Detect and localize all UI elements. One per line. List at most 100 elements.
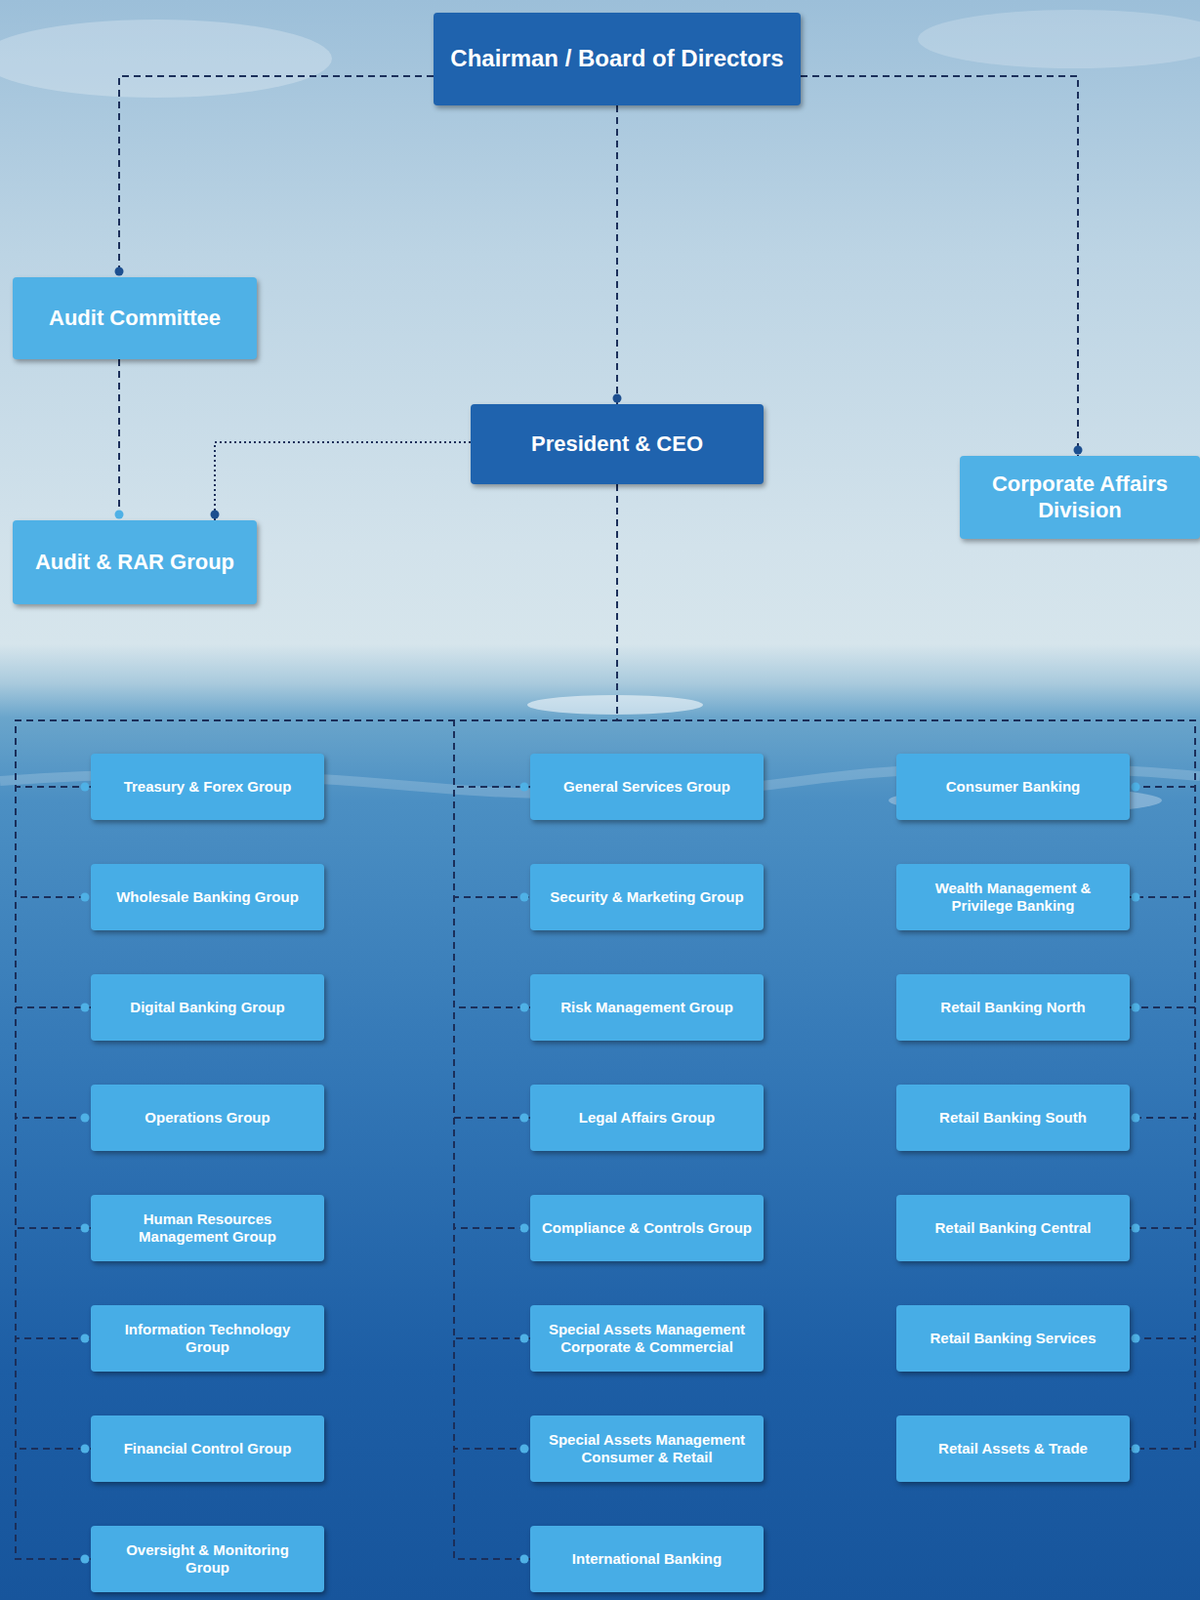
department-box: Treasury & Forex Group	[90, 753, 325, 821]
box-label: Compliance & Controls Group	[541, 1219, 752, 1238]
connector-dot	[520, 783, 530, 792]
box-label: Special Assets Management Consumer & Ret…	[541, 1431, 752, 1467]
department-box: General Services Group	[530, 753, 764, 821]
connector-dot	[81, 1555, 90, 1565]
department-box: Legal Affairs Group	[530, 1084, 764, 1152]
department-box: Retail Assets & Trade	[896, 1415, 1130, 1483]
board-box: Chairman / Board of Directors	[433, 12, 801, 106]
reporting-line	[15, 484, 618, 1344]
connector-dot	[81, 1334, 90, 1344]
box-label: International Banking	[572, 1550, 722, 1569]
reporting-line	[800, 76, 1083, 456]
box-label: Wealth Management & Privilege Banking	[908, 879, 1118, 915]
connector-dot	[613, 394, 622, 404]
reporting-line	[210, 442, 472, 521]
connector-line	[616, 105, 619, 405]
connector-line	[15, 484, 618, 1560]
reporting-line	[454, 484, 618, 792]
box-label: Financial Control Group	[124, 1440, 292, 1458]
reporting-line	[613, 105, 622, 405]
department-box: Information Technology Group	[90, 1305, 325, 1372]
department-box: Risk Management Group	[530, 974, 764, 1041]
connector-dot	[81, 1003, 90, 1013]
reporting-line	[15, 484, 618, 1565]
connector-line	[118, 359, 121, 521]
cloud	[0, 19, 332, 98]
connector-line	[617, 484, 1196, 1449]
connector-line	[15, 484, 618, 1339]
connector-line	[119, 76, 434, 278]
connector-line	[454, 484, 618, 898]
department-box: Retail Banking North	[896, 974, 1130, 1041]
department-box: Financial Control Group	[90, 1415, 325, 1483]
reporting-line	[617, 484, 1196, 903]
connector-dot	[520, 1445, 530, 1454]
reporting-line	[617, 484, 1196, 1013]
connector-dot	[81, 1114, 90, 1123]
box-label: Risk Management Group	[560, 998, 734, 1017]
box-label: Retail Assets & Trade	[938, 1440, 1088, 1458]
department-box: International Banking	[530, 1526, 764, 1593]
box-label: General Services Group	[563, 778, 731, 796]
box-label: Audit Committee	[48, 305, 221, 332]
connector-dot	[81, 783, 90, 792]
connector-dot	[81, 893, 90, 903]
connector-dot	[1131, 1003, 1141, 1013]
reporting-line	[454, 484, 618, 903]
department-box: Consumer Banking	[896, 753, 1130, 821]
box-label: Chairman / Board of Directors	[450, 44, 784, 74]
department-box: Retail Banking South	[896, 1084, 1130, 1152]
department-box: Special Assets Management Corporate & Co…	[530, 1305, 764, 1372]
connector-dot	[520, 1114, 530, 1123]
connector-dot	[520, 1224, 530, 1234]
box-label: Wholesale Banking Group	[116, 888, 299, 907]
department-box: Compliance & Controls Group	[530, 1195, 764, 1262]
cloud	[917, 9, 1200, 69]
connector-line	[800, 76, 1078, 456]
box-label: Information Technology Group	[102, 1321, 313, 1357]
box-label: Retail Banking North	[940, 998, 1085, 1017]
division-box: Corporate Affairs Division	[959, 455, 1200, 539]
box-label: Retail Banking Services	[929, 1329, 1096, 1348]
department-box: Retail Banking Services	[896, 1305, 1130, 1372]
box-label: Consumer Banking	[946, 778, 1081, 796]
connector-dot	[1131, 1114, 1141, 1123]
department-box: Wealth Management & Privilege Banking	[896, 864, 1130, 931]
connector-dot	[115, 267, 125, 277]
department-box: Retail Banking Central	[896, 1195, 1130, 1262]
ceo-box: President & CEO	[470, 404, 764, 485]
group-box: Audit & RAR Group	[12, 520, 257, 605]
connector-dot	[81, 1445, 90, 1454]
connector-line	[617, 484, 1196, 898]
box-label: Human Resources Management Group	[102, 1210, 313, 1246]
box-label: Corporate Affairs Division	[969, 471, 1191, 524]
committee-box: Audit Committee	[12, 277, 257, 360]
connector-dot	[1074, 446, 1083, 456]
reporting-line	[115, 76, 435, 278]
connector-dot	[210, 510, 220, 520]
connector-dot	[520, 1334, 530, 1344]
box-label: Oversight & Monitoring Group	[102, 1541, 313, 1577]
box-label: Treasury & Forex Group	[124, 778, 292, 796]
box-label: Security & Marketing Group	[549, 888, 744, 907]
box-label: Special Assets Management Corporate & Co…	[541, 1321, 752, 1357]
connector-line	[214, 442, 471, 521]
connector-line	[454, 484, 618, 787]
connector-dot	[1131, 783, 1141, 792]
connector-dot	[1131, 1224, 1141, 1234]
reporting-line	[15, 484, 618, 1454]
department-box: Special Assets Management Consumer & Ret…	[530, 1415, 764, 1483]
connector-dot	[1131, 1445, 1141, 1454]
reporting-line	[115, 359, 125, 521]
connector-line	[454, 484, 618, 1449]
box-label: Retail Banking Central	[934, 1219, 1091, 1238]
connector-line	[15, 484, 618, 1008]
department-box: Human Resources Management Group	[90, 1195, 325, 1262]
connector-dot	[81, 1224, 90, 1234]
connector-dot	[1131, 893, 1141, 903]
department-box: Wholesale Banking Group	[90, 864, 325, 931]
connector-line	[15, 484, 618, 1449]
connector-dot	[115, 510, 125, 520]
